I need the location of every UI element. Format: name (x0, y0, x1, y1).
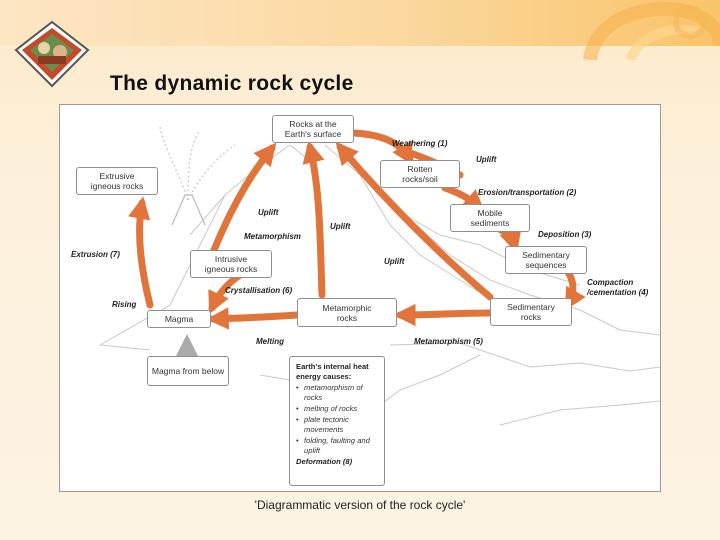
label-rising: Rising (112, 300, 137, 309)
heat-cause-item: folding, faulting and uplift (296, 436, 378, 456)
node-mobile-sediments: Mobile sediments (450, 204, 530, 232)
node-rotten-rocks: Rotten rocks/soil (380, 160, 460, 188)
internal-heat-panel: Earth's internal heat energy causes: met… (289, 356, 385, 486)
cycle-arrows (128, 129, 586, 330)
node-metamorphic-rocks: Metamorphic rocks (297, 298, 397, 327)
label-uplift-right-top: Uplift (476, 155, 497, 164)
label-cementation: /cementation (4) (587, 288, 649, 297)
slide-title: The dynamic rock cycle (110, 72, 354, 95)
node-magma: Magma (147, 310, 211, 328)
label-erosion: Erosion/transportation (2) (478, 188, 577, 197)
node-sedimentary-sequences: Sedimentary sequences (505, 246, 587, 274)
node-sedimentary-rocks: Sedimentary rocks (490, 298, 572, 326)
heat-panel-title: Earth's internal heat energy causes: (296, 362, 369, 381)
heat-cause-item: melting of rocks (296, 404, 378, 414)
label-uplift-left: Uplift (258, 208, 279, 217)
label-metamorphism-5: Metamorphism (5) (414, 337, 483, 346)
label-metamorphism: Metamorphism (244, 232, 301, 241)
heat-cause-list: metamorphism of rocks melting of rocks p… (296, 383, 378, 456)
rock-cycle-diagram: Rocks at the Earth's surface Rotten rock… (59, 104, 661, 492)
diagram-caption: 'Diagrammatic version of the rock cycle' (254, 498, 466, 512)
volcano-vent (171, 194, 206, 226)
label-deposition: Deposition (3) (538, 230, 592, 239)
node-rocks-surface: Rocks at the Earth's surface (272, 115, 354, 143)
label-crystallisation: Crystallisation (6) (225, 286, 293, 295)
label-melting: Melting (256, 337, 284, 346)
node-extrusive-igneous: Extrusive igneous rocks (76, 167, 158, 195)
heat-panel-footer: Deformation (8) (296, 457, 353, 466)
label-weathering: Weathering (1) (392, 139, 448, 148)
decorative-swirl (583, 2, 720, 60)
node-magma-from-below: Magma from below (147, 356, 229, 386)
label-compaction: Compaction (587, 278, 634, 287)
label-extrusion: Extrusion (7) (71, 250, 120, 259)
label-uplift-center: Uplift (330, 222, 351, 231)
heat-cause-item: metamorphism of rocks (296, 383, 378, 403)
node-intrusive-igneous: Intrusive igneous rocks (190, 250, 272, 278)
volcano-plume (159, 126, 236, 201)
label-uplift-right: Uplift (384, 257, 405, 266)
logo-emblem (14, 20, 90, 88)
heat-cause-item: plate tectonic movements (296, 415, 378, 435)
